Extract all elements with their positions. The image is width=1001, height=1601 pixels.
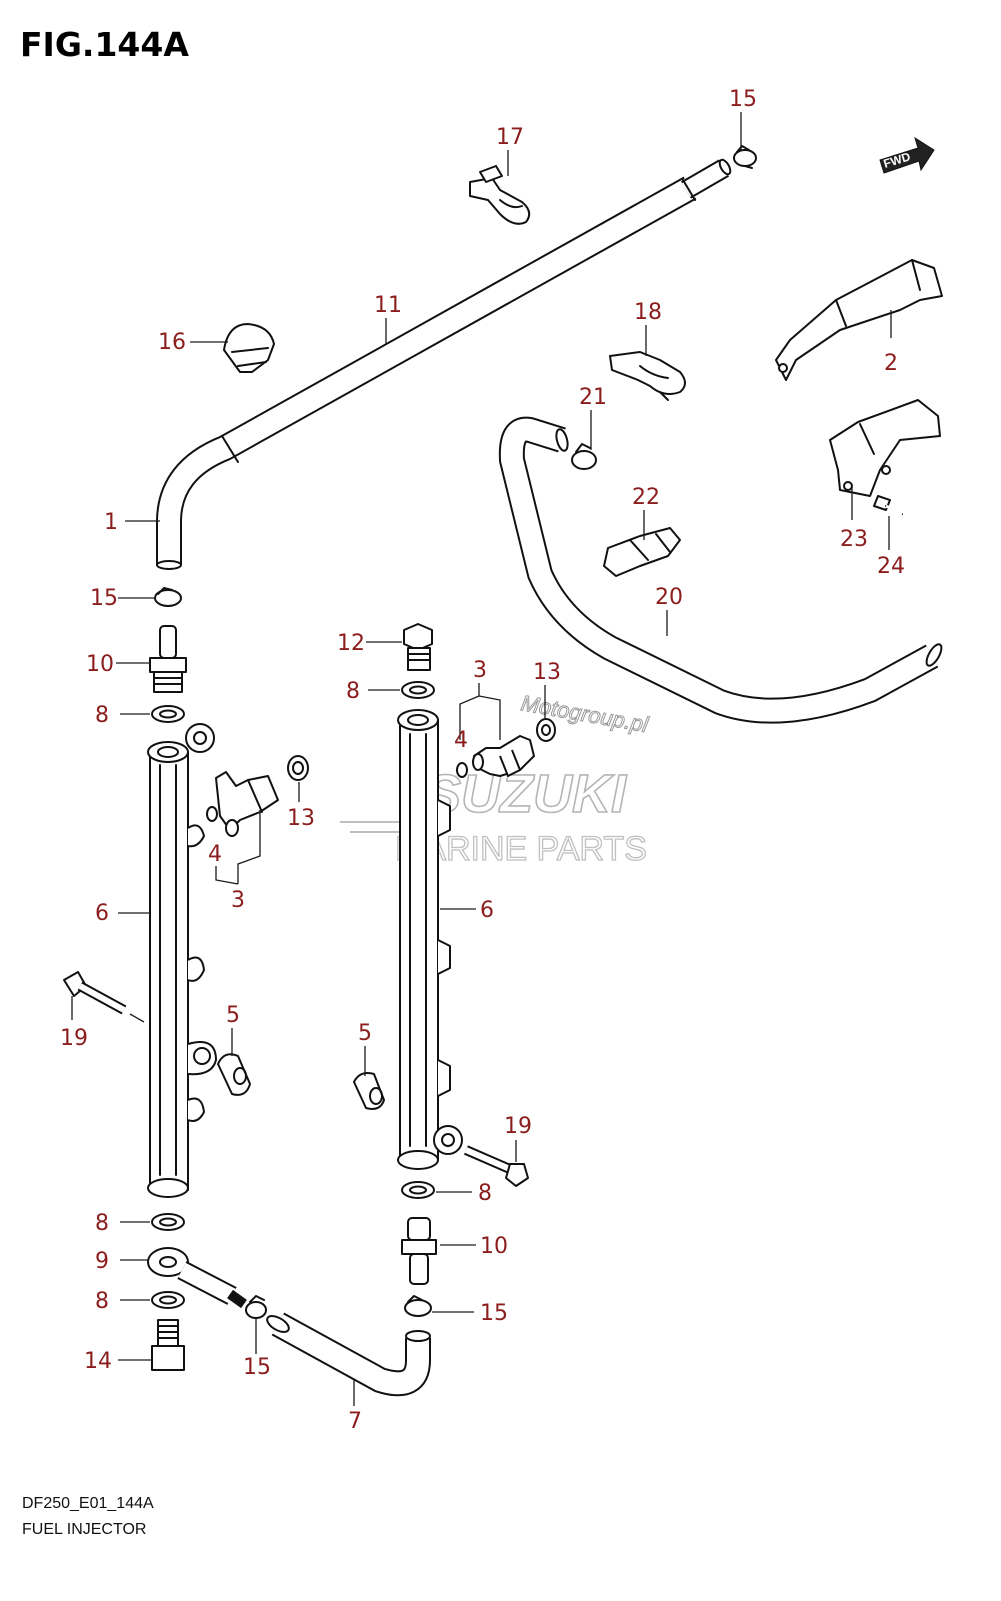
callout-4-right: 4 xyxy=(454,728,468,753)
model-code: DF250_E01_144A xyxy=(22,1495,154,1512)
bolt-19-right xyxy=(464,1145,529,1187)
callout-10-right: 10 xyxy=(480,1234,508,1259)
bolt-24 xyxy=(873,495,903,516)
fuel-rail-6-right xyxy=(397,709,463,1170)
washer-8-mid xyxy=(401,681,435,699)
callout-17: 17 xyxy=(496,125,524,150)
callout-10-left: 10 xyxy=(86,652,114,677)
callout-4-left: 4 xyxy=(208,842,222,867)
callout-15-bot: 15 xyxy=(243,1355,271,1380)
hose-clamp-21 xyxy=(571,443,597,470)
callout-11: 11 xyxy=(374,293,402,318)
callout-19-right: 19 xyxy=(504,1114,532,1139)
callout-6-right: 6 xyxy=(480,898,494,923)
watermark: SUZUKI MARINE PARTS Motogroup.pl xyxy=(340,690,652,869)
hose-clamp-15-top xyxy=(733,145,757,169)
callout-3-left: 3 xyxy=(231,888,245,913)
callout-8-mid: 8 xyxy=(346,679,360,704)
callout-15-right: 15 xyxy=(480,1301,508,1326)
callout-22: 22 xyxy=(632,485,660,510)
hose-clamp-15-bot xyxy=(245,1295,267,1319)
callout-5-left: 5 xyxy=(226,1003,240,1028)
o-ring-4-left xyxy=(206,806,218,822)
fuel-fitting-10-right xyxy=(401,1217,437,1285)
washer-8-left-mid xyxy=(151,1213,185,1231)
fuel-hose-part-1-11 xyxy=(156,158,732,570)
callout-8-left-bot: 8 xyxy=(95,1289,109,1314)
leader-lines xyxy=(71,112,892,1406)
plug-bolt-12 xyxy=(403,623,433,671)
callout-5-right: 5 xyxy=(358,1021,372,1046)
banjo-bolt-14 xyxy=(151,1319,185,1371)
callout-19-left: 19 xyxy=(60,1026,88,1051)
callout-21: 21 xyxy=(579,385,607,410)
fuel-rail-6-left xyxy=(147,723,217,1198)
hose-clamp-15-left xyxy=(154,587,182,607)
callout-24: 24 xyxy=(877,554,905,579)
callout-9: 9 xyxy=(95,1249,109,1274)
fuel-hose-20 xyxy=(498,416,943,724)
callout-8-left-mid: 8 xyxy=(95,1211,109,1236)
callout-7: 7 xyxy=(348,1409,362,1434)
callout-15-top: 15 xyxy=(729,87,757,112)
spacer-5-right xyxy=(353,1072,385,1110)
callout-3-right: 3 xyxy=(473,658,487,683)
washer-8-left-top xyxy=(151,705,185,723)
seal-13-left xyxy=(287,755,309,781)
bolt-19-left xyxy=(63,971,127,1015)
callout-23: 23 xyxy=(840,527,868,552)
callout-labels: 15 17 11 16 18 2 21 1 22 23 24 15 20 10 … xyxy=(60,87,905,1434)
callout-15-left: 15 xyxy=(90,586,118,611)
washer-8-right xyxy=(401,1181,435,1199)
banjo-fitting-9 xyxy=(147,1247,247,1309)
figure-caption: FUEL INJECTOR xyxy=(22,1521,146,1538)
spacer-5-left xyxy=(217,1053,251,1096)
hose-clamp-15-right xyxy=(404,1295,432,1317)
callout-8-right: 8 xyxy=(478,1181,492,1206)
callout-1: 1 xyxy=(104,510,118,535)
fuel-hose-7 xyxy=(266,1312,431,1397)
callout-6-left: 6 xyxy=(95,901,109,926)
watermark-brand: SUZUKI xyxy=(425,764,627,824)
callout-12: 12 xyxy=(337,631,365,656)
callout-18: 18 xyxy=(634,300,662,325)
hose-clip-16 xyxy=(223,323,275,373)
callout-2: 2 xyxy=(884,351,898,376)
fuel-injector-3-left xyxy=(215,771,279,837)
seal-13-right xyxy=(536,718,556,742)
hose-clip-18 xyxy=(609,351,686,401)
hose-bracket-2 xyxy=(775,259,943,381)
hose-bracket-23 xyxy=(829,399,941,497)
callout-16: 16 xyxy=(158,330,186,355)
washer-8-left-bot xyxy=(151,1291,185,1309)
forward-arrow-icon: FWD xyxy=(879,136,935,174)
o-ring-4-right xyxy=(456,762,468,778)
callout-8-left-top: 8 xyxy=(95,703,109,728)
callout-13-left: 13 xyxy=(287,806,315,831)
callout-14: 14 xyxy=(84,1349,112,1374)
hose-clip-17 xyxy=(469,165,531,225)
figure-title: FIG.144A xyxy=(20,25,189,64)
callout-20: 20 xyxy=(655,585,683,610)
hose-clip-22 xyxy=(603,527,681,577)
fuel-fitting-10-left xyxy=(149,625,187,693)
callout-13-right: 13 xyxy=(533,660,561,685)
fuel-injector-3-right xyxy=(472,735,535,777)
